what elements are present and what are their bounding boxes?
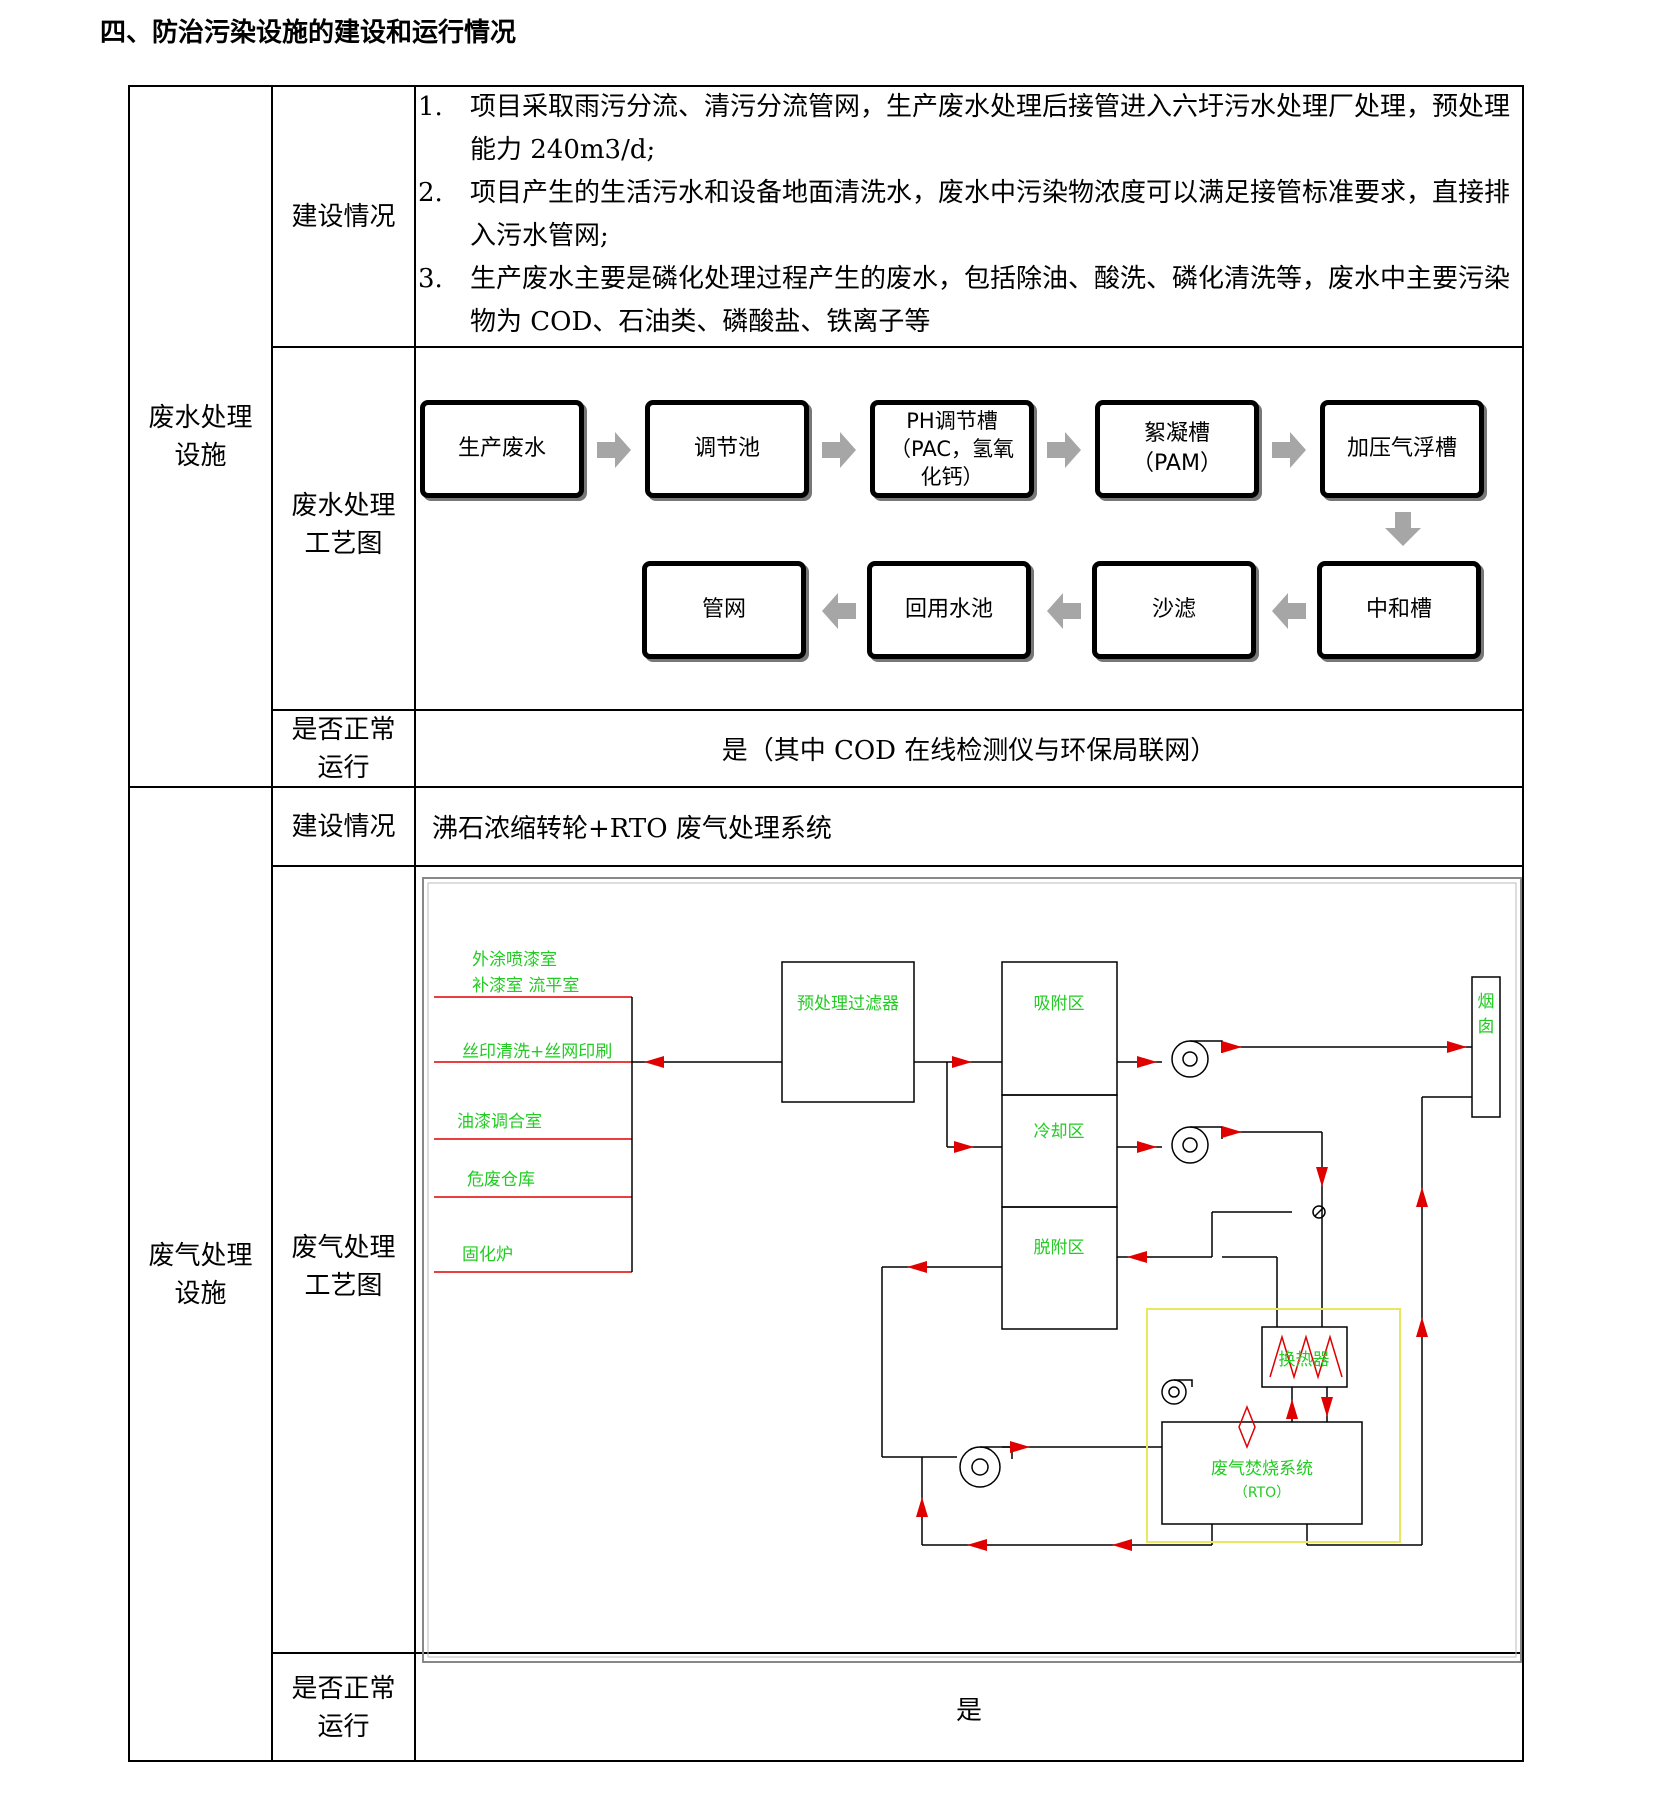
wastewater-normal-value: 是（其中 COD 在线检测仪与环保局联网） xyxy=(721,736,1217,766)
flow-box-ph-tank: PH调节槽 （PAC，氢氧 化钙） xyxy=(870,400,1034,498)
zone-label: 吸附区 xyxy=(1034,994,1085,1014)
wastewater-normal-label: 是否正常 运行 xyxy=(291,714,396,783)
list-text: 生产废水主要是磷化处理过程产生的废水，包括除油、酸洗、磷化清洗等，废水中主要污染… xyxy=(470,264,1511,337)
list-number: 3. xyxy=(418,264,443,294)
chimney-label: 烟 囱 xyxy=(1478,992,1495,1037)
exhaust-process-diagram: 外涂喷漆室 补漆室 流平室 丝印清洗+丝网印刷 油漆调合室 危废仓库 固化炉 预… xyxy=(422,877,1522,1663)
list-item: 1. 项目采取雨污分流、清污分流管网，生产废水处理后接管进入六圩污水处理厂处理，… xyxy=(418,86,1522,172)
list-number: 2. xyxy=(418,178,443,208)
exhaust-normal-value: 是 xyxy=(955,1695,982,1726)
right-arrow-icon xyxy=(1047,432,1081,468)
wastewater-category-label: 废水处理 设施 xyxy=(148,402,253,471)
flow-box-flotation-tank: 加压气浮槽 xyxy=(1320,400,1484,498)
flow-box-production-wastewater: 生产废水 xyxy=(420,400,584,498)
wastewater-construction-list: 1. 项目采取雨污分流、清污分流管网，生产废水处理后接管进入六圩污水处理厂处理，… xyxy=(418,86,1522,344)
right-arrow-icon xyxy=(1272,432,1306,468)
table-divider xyxy=(271,346,1524,348)
zone-label: 冷却区 xyxy=(1034,1122,1085,1142)
source-label: 丝印清洗+丝网印刷 xyxy=(462,1042,612,1062)
table-divider xyxy=(271,1652,1524,1654)
rto-sub-label: （RTO） xyxy=(1234,1485,1290,1501)
source-label: 危废仓库 xyxy=(467,1170,535,1190)
flow-box-reuse-pool: 回用水池 xyxy=(867,561,1031,659)
right-arrow-icon xyxy=(597,432,631,468)
zone-label: 脱附区 xyxy=(1034,1238,1085,1258)
diagram-frame xyxy=(422,877,1522,1663)
flow-box-pipe-network: 管网 xyxy=(642,561,806,659)
source-label: 油漆调合室 xyxy=(457,1112,542,1132)
flow-box-flocculation-tank: 絮凝槽 （PAM） xyxy=(1095,400,1259,498)
right-arrow-icon xyxy=(822,432,856,468)
prefilter-label: 预处理过滤器 xyxy=(797,994,899,1014)
table-divider xyxy=(271,85,273,1762)
table-divider xyxy=(414,85,416,1762)
table-divider xyxy=(271,709,1524,711)
diagram-inner-frame xyxy=(427,882,1517,1658)
rto-label: 废气焚烧系统 xyxy=(1211,1459,1313,1479)
source-label: 补漆室 流平室 xyxy=(472,976,579,996)
list-text: 项目采取雨污分流、清污分流管网，生产废水处理后接管进入六圩污水处理厂处理，预处理… xyxy=(470,92,1511,165)
exhaust-construction-value: 沸石浓缩转轮+RTO 废气处理系统 xyxy=(432,814,832,844)
table-divider xyxy=(271,865,1524,867)
exhaust-construction-label: 建设情况 xyxy=(291,811,396,842)
facility-table xyxy=(128,85,1524,1762)
list-item: 3. 生产废水主要是磷化处理过程产生的废水，包括除油、酸洗、磷化清洗等，废水中主… xyxy=(418,258,1522,344)
rto-boundary xyxy=(1146,1308,1401,1543)
left-arrow-icon xyxy=(1047,593,1081,629)
wastewater-process-label: 废水处理 工艺图 xyxy=(291,491,396,559)
table-divider xyxy=(128,786,1524,788)
flow-box-regulating-pool: 调节池 xyxy=(645,400,809,498)
source-label: 固化炉 xyxy=(462,1245,513,1265)
left-arrow-icon xyxy=(822,593,856,629)
source-label: 外涂喷漆室 xyxy=(472,950,557,970)
exhaust-process-label: 废气处理 工艺图 xyxy=(291,1233,396,1301)
exhaust-normal-label: 是否正常 运行 xyxy=(291,1674,396,1742)
heat-exchanger-label: 换热器 xyxy=(1279,1350,1330,1370)
wastewater-construction-label: 建设情况 xyxy=(291,201,396,232)
flow-box-neutralization-tank: 中和槽 xyxy=(1317,561,1481,659)
flow-box-sand-filter: 沙滤 xyxy=(1092,561,1256,659)
list-text: 项目产生的生活污水和设备地面清洗水，废水中污染物浓度可以满足接管标准要求，直接排… xyxy=(470,178,1511,251)
section-heading: 四、防治污染设施的建设和运行情况 xyxy=(100,18,517,48)
down-arrow-icon xyxy=(1385,512,1421,546)
left-arrow-icon xyxy=(1272,593,1306,629)
svg-text:囱: 囱 xyxy=(1478,1017,1495,1037)
svg-text:烟: 烟 xyxy=(1478,992,1495,1012)
list-item: 2. 项目产生的生活污水和设备地面清洗水，废水中污染物浓度可以满足接管标准要求，… xyxy=(418,172,1522,258)
list-number: 1. xyxy=(418,92,443,122)
exhaust-category-label: 废气处理 设施 xyxy=(148,1241,253,1309)
